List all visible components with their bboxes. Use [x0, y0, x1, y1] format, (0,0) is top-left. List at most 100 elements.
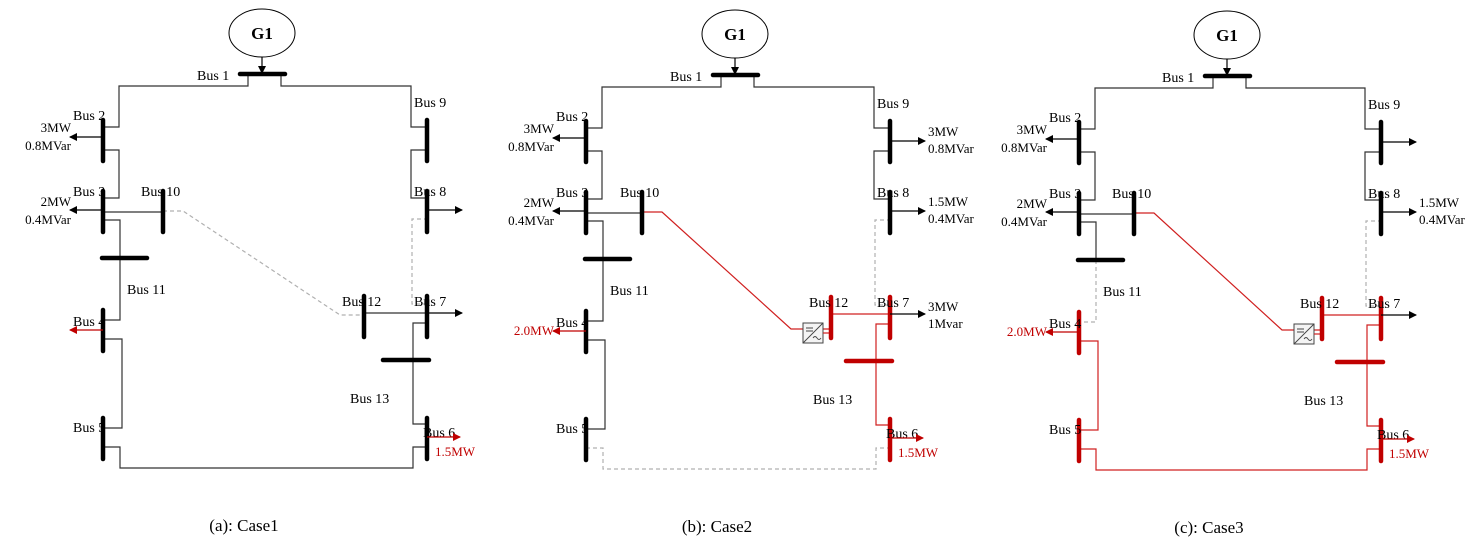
- load-label-bus-6: 1.5MW: [898, 445, 939, 460]
- load-label-bus-3: 0.4MVar: [508, 213, 555, 228]
- load-label-bus-9: 0.8MVar: [928, 141, 975, 156]
- bus-label-3: Bus 3: [1049, 187, 1081, 202]
- line-11-4: [1079, 260, 1097, 323]
- bus-label-9: Bus 9: [1368, 98, 1400, 113]
- bus-label-4: Bus 4: [556, 316, 588, 331]
- bus-label-13: Bus 13: [813, 393, 852, 408]
- load-label-bus-7: 1Mvar: [928, 316, 963, 331]
- line-3-11: [103, 219, 121, 258]
- line-2-3: [586, 150, 603, 200]
- line-8-9: [873, 150, 890, 200]
- bus-label-10: Bus 10: [141, 185, 180, 200]
- line-4-5: [586, 339, 606, 430]
- line-2-3: [103, 149, 120, 199]
- load-label-bus-8: 1.5MW: [1419, 195, 1460, 210]
- load-label-bus-3: 0.4MVar: [25, 212, 72, 227]
- line-1-2: [103, 74, 249, 128]
- load-label-bus-3: 2MW: [524, 195, 555, 210]
- bus-label-12: Bus 12: [809, 296, 848, 311]
- load-label-bus-2: 3MW: [41, 120, 72, 135]
- bus-label-6: Bus 6: [423, 426, 455, 441]
- bus-label-1: Bus 1: [670, 70, 702, 85]
- line-3-11: [1079, 221, 1097, 260]
- load-label-bus-8: 0.4MVar: [1419, 212, 1466, 227]
- load-label-bus-2: 0.8MVar: [1001, 140, 1048, 155]
- line-4-5: [103, 338, 123, 429]
- line-5-6: [103, 446, 427, 469]
- bus-label-8: Bus 8: [877, 186, 909, 201]
- line-6-13: [875, 361, 890, 426]
- line-1-9: [280, 74, 427, 128]
- load-label-bus-7: 3MW: [928, 299, 959, 314]
- line-6-13: [1366, 362, 1381, 427]
- line-2-3: [1079, 151, 1096, 201]
- bus-label-5: Bus 5: [73, 421, 105, 436]
- bus-label-12: Bus 12: [1300, 297, 1339, 312]
- bus-label-1: Bus 1: [197, 69, 229, 84]
- bus-label-7: Bus 7: [877, 296, 909, 311]
- bus-label-8: Bus 8: [1368, 187, 1400, 202]
- line-10-12: [642, 211, 831, 330]
- generator-label: G1: [251, 24, 273, 43]
- bus-label-4: Bus 4: [73, 315, 105, 330]
- bus-label-2: Bus 2: [1049, 111, 1081, 126]
- bus-label-12: Bus 12: [342, 295, 381, 310]
- line-1-2: [1079, 76, 1214, 130]
- bus-label-10: Bus 10: [1112, 187, 1151, 202]
- bus-label-3: Bus 3: [73, 185, 105, 200]
- line-6-13: [412, 360, 427, 425]
- line-1-9: [1245, 76, 1381, 130]
- load-label-bus-3: 0.4MVar: [1001, 214, 1048, 229]
- line-13-7: [1366, 324, 1381, 362]
- bus-label-6: Bus 6: [886, 427, 918, 442]
- load-label-bus-4: 2.0MW: [514, 323, 555, 338]
- load-label-bus-3: 2MW: [1017, 196, 1048, 211]
- line-3-11: [586, 220, 604, 259]
- line-13-7: [412, 322, 427, 360]
- bus-label-3: Bus 3: [556, 186, 588, 201]
- line-7-8: [1365, 220, 1381, 307]
- bus-label-9: Bus 9: [414, 96, 446, 111]
- bus-label-5: Bus 5: [1049, 423, 1081, 438]
- bus-label-13: Bus 13: [350, 392, 389, 407]
- load-label-bus-6: 1.5MW: [435, 444, 476, 459]
- line-8-9: [410, 149, 427, 199]
- bus-label-13: Bus 13: [1304, 394, 1343, 409]
- load-label-bus-6: 1.5MW: [1389, 446, 1430, 461]
- load-label-bus-9: 3MW: [928, 124, 959, 139]
- bus-label-11: Bus 11: [1103, 285, 1142, 300]
- load-label-bus-2: 3MW: [1017, 122, 1048, 137]
- line-4-5: [1079, 340, 1099, 431]
- bus-label-11: Bus 11: [610, 284, 649, 299]
- load-label-bus-3: 2MW: [41, 194, 72, 209]
- line-7-8: [411, 218, 427, 305]
- line-13-7: [875, 323, 890, 361]
- bus-label-9: Bus 9: [877, 97, 909, 112]
- line-10-12: [1134, 212, 1322, 331]
- generator-label: G1: [1216, 26, 1238, 45]
- line-1-9: [753, 75, 890, 129]
- bus-label-5: Bus 5: [556, 422, 588, 437]
- load-label-bus-4: 2.0MW: [1007, 324, 1048, 339]
- bus-label-7: Bus 7: [1368, 297, 1400, 312]
- bus-label-7: Bus 7: [414, 295, 446, 310]
- bus-label-1: Bus 1: [1162, 71, 1194, 86]
- load-label-bus-8: 0.4MVar: [928, 211, 975, 226]
- case-caption: (c): Case3: [1174, 518, 1243, 537]
- case-caption: (b): Case2: [682, 517, 752, 536]
- converter-symbol: [1293, 323, 1315, 345]
- converter-symbol: [802, 322, 824, 344]
- bus-label-10: Bus 10: [620, 186, 659, 201]
- bus-label-2: Bus 2: [73, 109, 105, 124]
- load-label-bus-2: 0.8MVar: [508, 139, 555, 154]
- line-5-6: [586, 447, 890, 470]
- case-caption: (a): Case1: [209, 516, 278, 535]
- load-label-bus-2: 3MW: [524, 121, 555, 136]
- generator-label: G1: [724, 25, 746, 44]
- line-1-2: [586, 75, 722, 129]
- line-7-8: [874, 219, 890, 306]
- line-11-4: [103, 258, 121, 321]
